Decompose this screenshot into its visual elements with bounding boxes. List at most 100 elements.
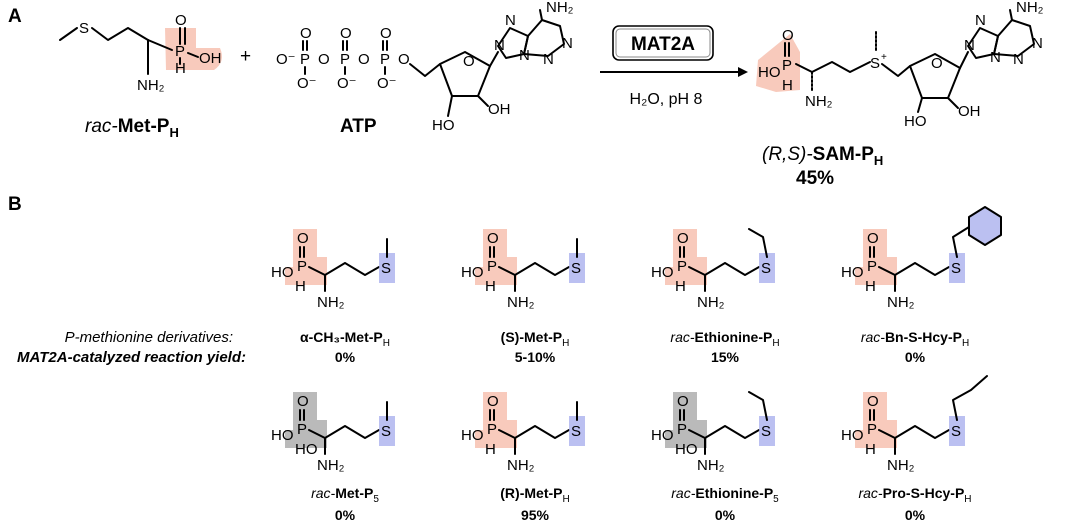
svg-text:N: N — [990, 49, 1001, 66]
svg-text:N: N — [1032, 35, 1043, 52]
plus-sign: + — [240, 46, 251, 67]
svg-text:O: O — [867, 393, 879, 410]
atp-structure: O⁻ P O O⁻ O P O O⁻ O P O O⁻ O O HO OH N … — [276, 0, 574, 134]
svg-text:OH: OH — [958, 103, 981, 120]
svg-text:NH₂: NH₂ — [507, 457, 535, 474]
svg-text:S: S — [571, 423, 581, 440]
svg-text:S: S — [571, 260, 581, 277]
compound-yield: 15% — [711, 349, 740, 365]
svg-text:O: O — [358, 51, 370, 68]
svg-text:NH₂: NH₂ — [317, 294, 345, 311]
svg-text:H: H — [865, 278, 876, 295]
svg-text:S: S — [381, 260, 391, 277]
thioether-highlight — [379, 416, 395, 446]
svg-text:O⁻: O⁻ — [297, 75, 317, 92]
svg-text:O⁻: O⁻ — [377, 75, 397, 92]
enzyme-label: MAT2A — [631, 34, 695, 55]
svg-text:P: P — [487, 421, 497, 438]
svg-text:NH₂: NH₂ — [697, 294, 725, 311]
svg-text:N: N — [1013, 51, 1024, 68]
sulfur-atom: S — [79, 20, 89, 37]
svg-text:P: P — [300, 51, 310, 68]
reactant1-name: rac-Met-PH — [85, 116, 179, 140]
svg-text:NH₂: NH₂ — [546, 0, 574, 16]
svg-text:N: N — [562, 35, 573, 52]
compound-yield: 0% — [335, 507, 356, 523]
compound-name: rac-Bn-S-Hcy-PH — [861, 329, 969, 349]
panel-label-b: B — [8, 194, 22, 215]
reaction-conditions: H₂O, pH 8 — [630, 91, 703, 108]
svg-text:O: O — [297, 393, 309, 410]
compound-yield: 0% — [335, 349, 356, 365]
rac-met-ph-structure: S O P OH H NH₂ — [59, 12, 222, 94]
svg-text:OH: OH — [488, 101, 511, 118]
svg-text:NH₂: NH₂ — [805, 93, 833, 110]
svg-text:NH₂: NH₂ — [1016, 0, 1044, 16]
enzyme-box — [612, 25, 714, 61]
svg-text:O: O — [297, 230, 309, 247]
svg-text:NH₂: NH₂ — [507, 294, 535, 311]
svg-text:NH₂: NH₂ — [887, 457, 915, 474]
thioether-highlight — [759, 416, 775, 446]
svg-text:O: O — [487, 230, 499, 247]
svg-text:HO: HO — [271, 427, 294, 444]
svg-text:HO: HO — [461, 427, 484, 444]
svg-text:N: N — [519, 47, 530, 64]
svg-text:O⁻: O⁻ — [276, 51, 296, 68]
svg-text:HO: HO — [461, 264, 484, 281]
legend-line-1: P-methionine derivatives: — [65, 329, 233, 346]
svg-text:S: S — [761, 423, 771, 440]
svg-text:O: O — [782, 27, 794, 44]
svg-text:O: O — [380, 25, 392, 42]
svg-text:S: S — [951, 260, 961, 277]
svg-text:O: O — [677, 393, 689, 410]
svg-text:O: O — [318, 51, 330, 68]
svg-text:N: N — [964, 37, 975, 54]
thioether-highlight — [759, 253, 775, 283]
svg-text:O: O — [931, 55, 943, 72]
svg-text:HO: HO — [432, 117, 455, 134]
compound-name: rac-Ethionine-PH — [670, 329, 779, 349]
svg-text:N: N — [494, 37, 505, 54]
svg-text:O: O — [340, 25, 352, 42]
svg-text:P: P — [867, 421, 877, 438]
svg-text:S: S — [761, 260, 771, 277]
thioether-highlight — [379, 253, 395, 283]
svg-text:HO: HO — [295, 441, 318, 458]
amine-label: NH₂ — [137, 77, 165, 94]
compound-name: (S)-Met-PH — [501, 329, 570, 349]
svg-text:HO: HO — [675, 441, 698, 458]
svg-text:P: P — [487, 258, 497, 275]
svg-text:NH₂: NH₂ — [887, 294, 915, 311]
svg-text:H: H — [295, 278, 306, 295]
svg-text:P: P — [867, 258, 877, 275]
product-yield: 45% — [796, 168, 834, 189]
svg-text:P: P — [782, 57, 792, 74]
svg-text:O: O — [867, 230, 879, 247]
thioether-highlight — [949, 253, 965, 283]
svg-text:P: P — [297, 421, 307, 438]
svg-text:N: N — [543, 51, 554, 68]
sam-ph-structure: O P HO H NH₂ S + O HO OH N N N N N NH₂ — [756, 0, 1044, 130]
compound-name: α-CH₃-Met-PH — [300, 329, 390, 349]
svg-text:+: + — [881, 52, 887, 63]
svg-text:HO: HO — [651, 427, 674, 444]
svg-text:S: S — [951, 423, 961, 440]
compound-name: rac-Met-P5 — [311, 485, 379, 505]
compound-yield: 0% — [715, 507, 736, 523]
hydroxyl-label: OH — [199, 50, 222, 67]
thioether-highlight — [569, 253, 585, 283]
legend-line-2: MAT2A-catalyzed reaction yield: — [17, 349, 246, 366]
compound-yield: 0% — [905, 349, 926, 365]
svg-text:O: O — [463, 53, 475, 70]
svg-text:H: H — [782, 77, 793, 94]
svg-text:HO: HO — [841, 264, 864, 281]
